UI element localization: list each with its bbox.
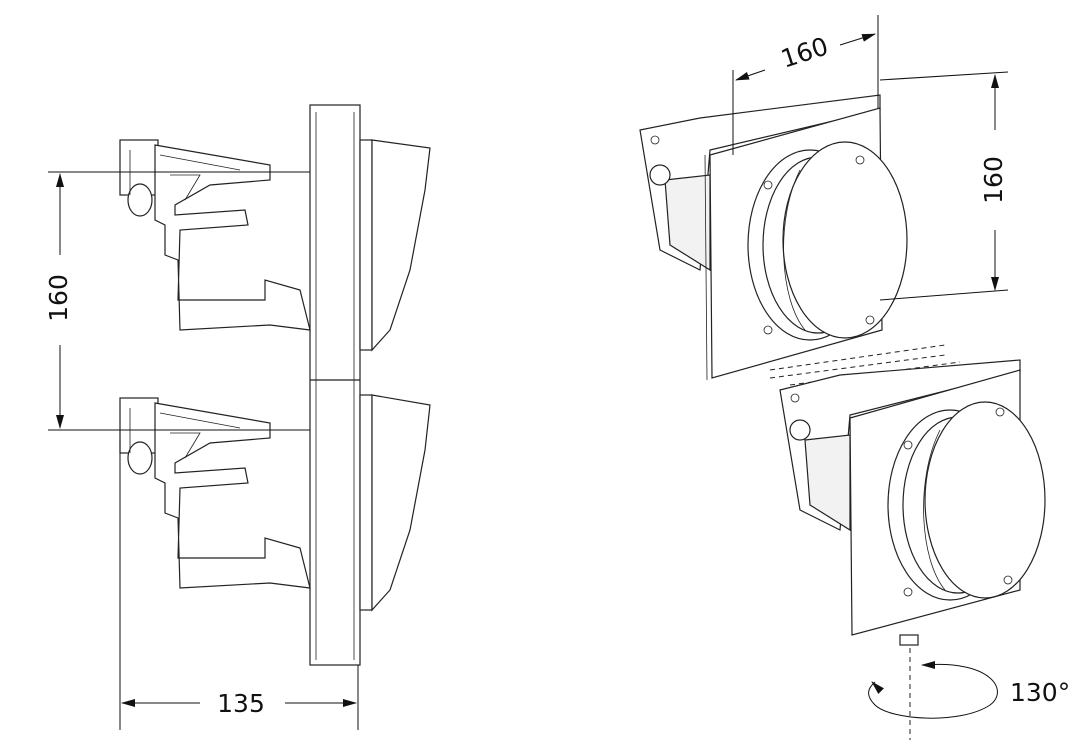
visor-top [371,139,431,352]
signal-unit-top [639,94,908,381]
dim-left-depth: 135 [217,689,265,718]
visor-bottom [371,394,431,612]
dim-right-height: 160 [979,156,1008,204]
bracket-top [119,139,311,331]
lens-rim-top [359,139,373,351]
lens-bottom [924,401,1046,599]
dim-right-width: 160 [777,31,831,73]
lens-top [782,141,908,339]
bracket-bottom [119,397,311,589]
dim-left-vertical: 160 [44,274,73,322]
side-view-assembly [48,104,431,730]
dim-rotation-angle: 130° [1010,678,1070,707]
side-panel [309,104,361,666]
lens-rim-bottom [359,394,373,611]
isometric-assembly [639,15,1046,740]
signal-unit-bottom [779,359,1046,646]
